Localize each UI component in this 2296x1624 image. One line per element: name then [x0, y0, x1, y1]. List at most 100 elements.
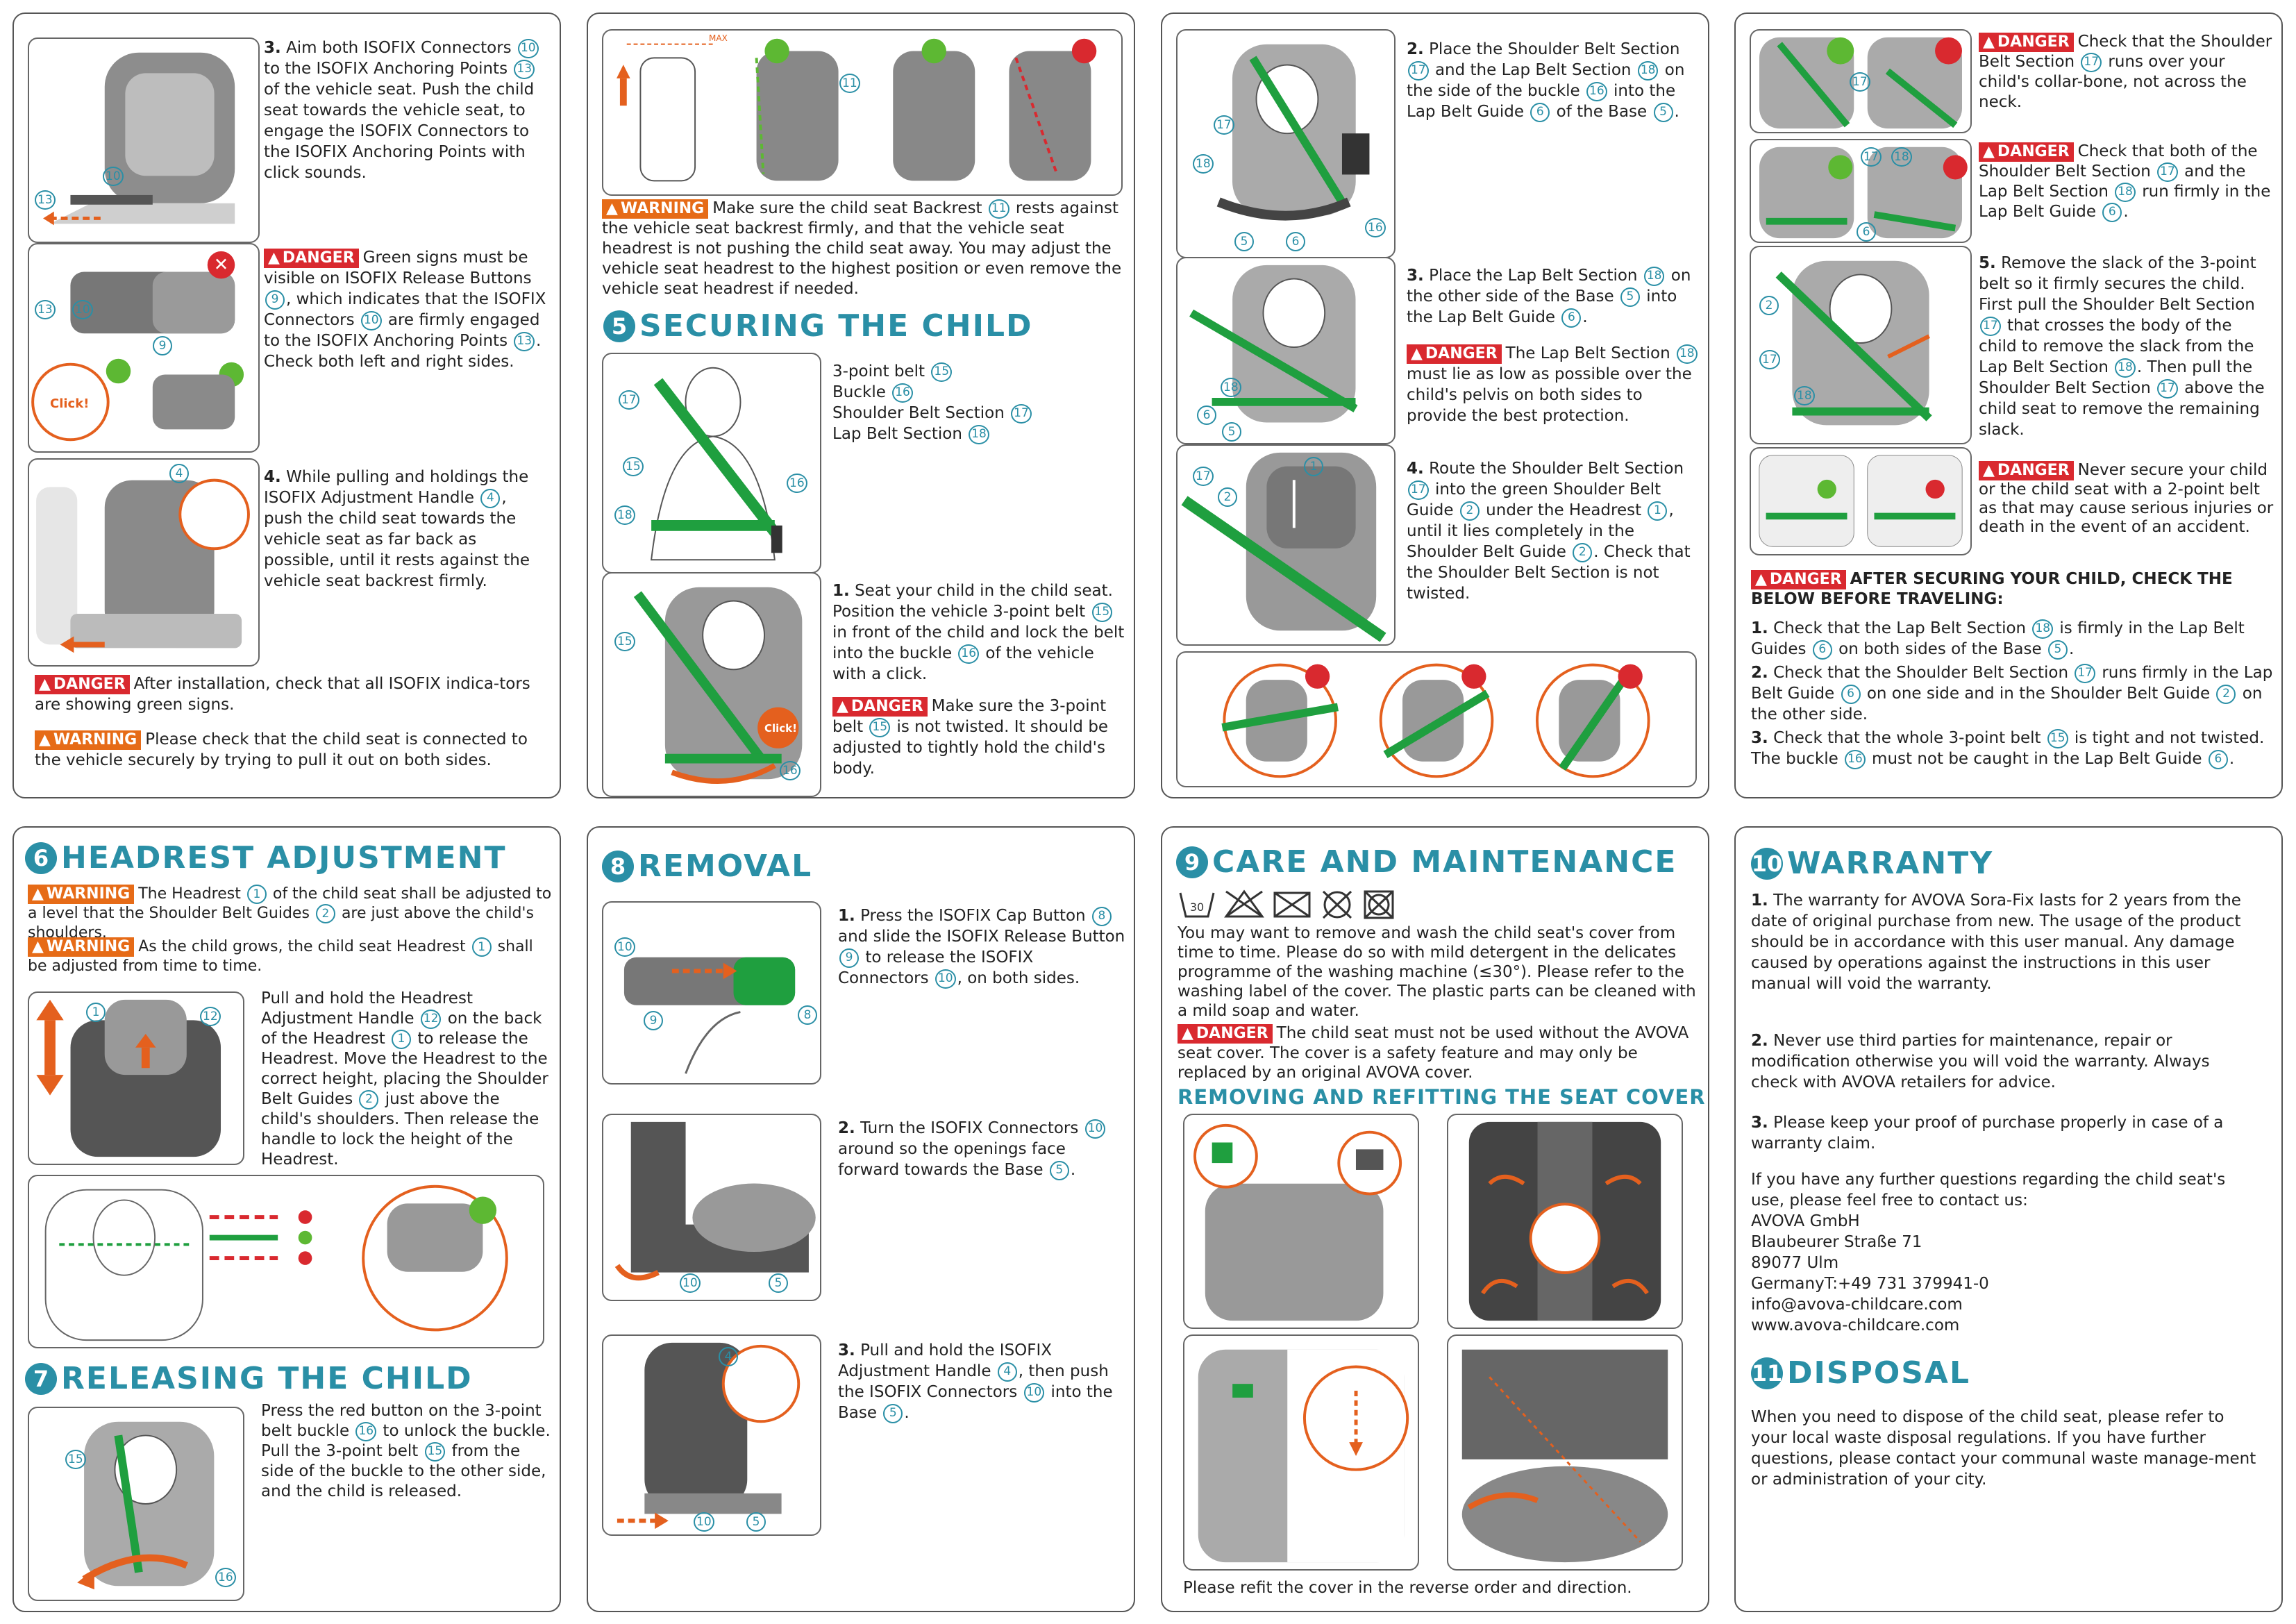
callout-16: 16 [787, 474, 807, 493]
phone: GermanyT:+49 731 379941-0 [1751, 1275, 1989, 1293]
warning-triangle-icon: ▲ [39, 676, 51, 693]
street: Blaubeurer Straße 71 [1751, 1233, 1922, 1251]
part-number-callout: 16 [958, 644, 980, 664]
part-number-callout: 17 [2081, 52, 2102, 72]
part-number-callout: 8 [1091, 906, 1112, 926]
part-number-callout: 2 [315, 904, 335, 923]
part-number-callout: 1 [471, 937, 492, 957]
part-number-callout: 17 [2075, 663, 2095, 683]
figure-buckle-belt: 15 16 Click! [602, 572, 821, 797]
callout-15: 15 [65, 1450, 86, 1469]
part-number-callout: 2 [359, 1089, 379, 1110]
callout-6: 6 [1286, 232, 1305, 251]
release-text: Press the red button on the 3-point belt… [261, 1402, 551, 1500]
warning-triangle-icon: ▲ [1182, 1025, 1193, 1042]
warning-triangle-icon: ▲ [837, 698, 848, 715]
danger-badge: ▲DANGER [1979, 33, 2074, 52]
warning-triangle-icon: ▲ [39, 731, 51, 748]
part-number-callout: 2 [1573, 542, 1593, 562]
part-number-callout: 2 [2216, 684, 2236, 704]
part-number-callout: 18 [2115, 358, 2136, 378]
part-number-callout: 2 [1459, 501, 1480, 521]
callout-5: 5 [746, 1512, 766, 1532]
callout-15: 15 [614, 632, 635, 651]
figure-lap-belt-other-side: 18 6 5 [1176, 257, 1396, 444]
part-number-callout: 13 [514, 331, 535, 351]
part-number-callout: 5 [1049, 1160, 1069, 1180]
figure-push-connectors: 4 10 5 [602, 1334, 821, 1536]
headrest-step-text: Pull and hold the Headrest Adjustment Ha… [261, 989, 548, 1169]
danger-badge: ▲DANGER [1751, 570, 1846, 589]
figure-belt-parts: 17 15 18 16 [602, 353, 821, 574]
callout-4: 4 [169, 464, 189, 483]
part-number-callout: 12 [420, 1009, 442, 1029]
city: 89077 Ulm [1751, 1254, 1839, 1272]
part-number-callout: 16 [1586, 81, 1607, 101]
figure-lap-belt-guide-buckle: 17 18 5 6 16 [1176, 29, 1396, 258]
callout-11: 11 [839, 74, 860, 93]
legend-item: Shoulder Belt Section 17 [832, 403, 1124, 424]
callout-2: 2 [1218, 487, 1237, 507]
danger-badge: ▲DANGER [35, 675, 130, 694]
callout-10: 10 [72, 300, 93, 319]
danger-badge: ▲DANGER [832, 697, 928, 717]
callout-6: 6 [1857, 222, 1876, 242]
part-number-callout: 9 [265, 290, 285, 310]
callout-9: 9 [153, 336, 172, 355]
email-link[interactable]: info@avova-childcare.com [1751, 1296, 1963, 1314]
callout-2: 2 [1759, 296, 1779, 315]
callout-18: 18 [1794, 386, 1815, 405]
part-number-callout: 17 [1980, 316, 2001, 336]
callout-5: 5 [1234, 232, 1254, 251]
figure-turn-connectors: 10 5 [602, 1114, 821, 1301]
figure-isofix-aim: 13 10 [28, 37, 260, 243]
part-number-callout: 11 [988, 199, 1009, 219]
panel-belt-routing: 17 18 5 6 16 2. Place the Shoulder Belt … [1161, 12, 1709, 798]
figure-remove-slack: 2 17 18 [1750, 246, 1972, 444]
callout-8: 8 [798, 1005, 817, 1025]
danger-badge: ▲DANGER [264, 249, 359, 268]
part-number-callout: 4 [480, 488, 501, 508]
figure-two-point-belt [1750, 447, 1972, 555]
part-number-callout: 13 [514, 59, 535, 79]
part-number-callout: 10 [935, 969, 956, 989]
figure-backrest-position: MAX 11 [602, 29, 1123, 196]
checklist: 1. Check that the Lap Belt Section 18 is… [1751, 618, 2279, 772]
callout-17: 17 [1214, 115, 1234, 135]
part-number-callout: 6 [1841, 684, 1861, 704]
warranty-3: 3. Please keep your proof of purchase pr… [1751, 1114, 2224, 1153]
care-symbols: 30 [1178, 886, 1414, 922]
part-number-callout: 1 [392, 1029, 412, 1049]
figure-isofix-adjust-handle: 4 [28, 458, 260, 667]
figure-shoulder-belt-guide: 17 2 1 [1176, 444, 1396, 646]
part-number-callout: 17 [2157, 378, 2178, 399]
part-number-callout: 16 [892, 383, 913, 403]
warranty-2: 2. Never use third parties for maintenan… [1751, 1032, 2210, 1091]
step-2-text: 2. Place the Shoulder Belt Section 17 an… [1407, 40, 1685, 122]
warning-badge: ▲WARNING [28, 885, 135, 904]
callout-18: 18 [1891, 147, 1912, 167]
warning-triangle-icon: ▲ [1755, 571, 1767, 588]
part-number-callout: 6 [1530, 102, 1550, 122]
part-number-callout: 15 [869, 717, 891, 737]
callout-17: 17 [1861, 147, 1882, 167]
care-intro: You may want to remove and wash the chil… [1178, 924, 1696, 1020]
callout-5: 5 [1222, 422, 1241, 442]
callout-4: 4 [719, 1347, 738, 1366]
check-item: 1. Check that the Lap Belt Section 18 is… [1751, 619, 2245, 660]
max-label: MAX [709, 33, 728, 43]
svg-text:✕: ✕ [214, 254, 228, 275]
part-number-callout: 1 [1648, 501, 1668, 521]
removal-step-3: 3. Pull and hold the ISOFIX Adjustment H… [838, 1341, 1113, 1423]
website-link[interactable]: www.avova-childcare.com [1751, 1316, 1960, 1334]
